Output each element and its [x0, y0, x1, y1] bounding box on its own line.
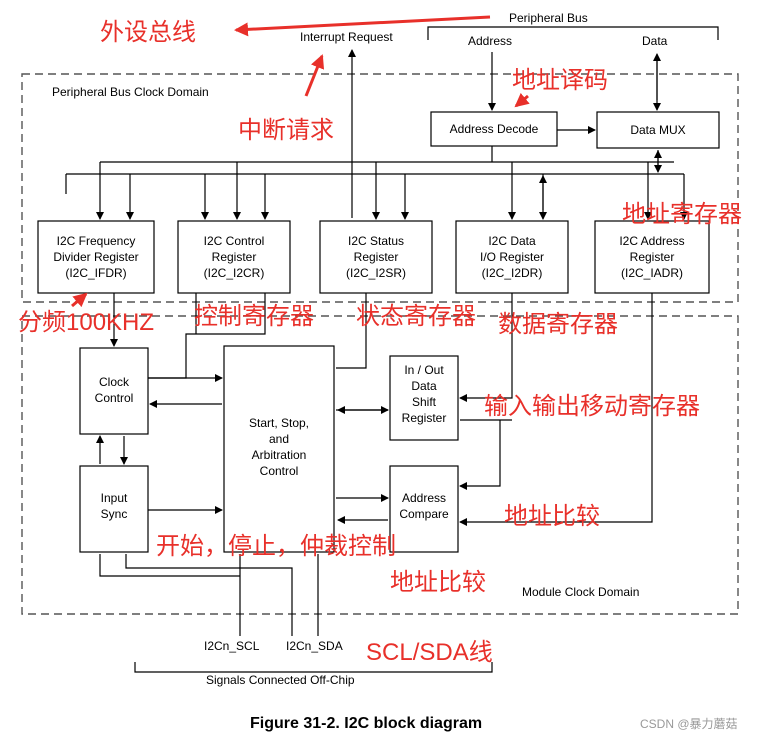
shift-register-block [389, 355, 459, 441]
shift-line-3: Shift [412, 395, 437, 409]
module-domain-label: Module Clock Domain [522, 585, 639, 599]
annotation-address-compare-2: 地址比较 [390, 569, 486, 596]
shift-to-compare-wire [459, 420, 501, 490]
sda-pin-label: I2Cn_SDA [286, 639, 343, 653]
address-decode-label: Address Decode [450, 122, 539, 136]
watermark: CSDN @暴力蘑菇 [640, 717, 738, 731]
sync-scl-wire [99, 554, 240, 577]
peripheral-clock-domain-border [21, 73, 739, 303]
annotation-peripheral-bus-arrow [234, 15, 491, 37]
scl-pin-label: I2Cn_SCL [204, 639, 260, 653]
data-mux-block [596, 111, 720, 149]
address-compare-line-1: Address [402, 491, 446, 505]
i2c-adr-block [594, 220, 710, 294]
figure-caption: Figure 31-2. I2C block diagram [250, 715, 482, 732]
input-sync-block [79, 465, 149, 553]
i2c-adr-line-1: I2C Address [619, 234, 684, 248]
i2c-cr-line-2: Register [212, 250, 257, 264]
sync-sda-wire [125, 554, 293, 590]
i2c-fdr-block [37, 220, 155, 294]
i2c-dr-line-1: I2C Data [488, 234, 536, 248]
dr-to-shift-wire [459, 293, 513, 402]
annotation-address-decode: 地址译码 [512, 67, 608, 94]
input-sync-line-2: Sync [101, 507, 128, 521]
i2c-sr-line-3: (I2C_I2SR) [346, 266, 406, 280]
data-label: Data [642, 34, 668, 48]
ssa-to-sr-wire [336, 293, 367, 369]
i2c-adr-line-3: (I2C_IADR) [621, 266, 683, 280]
i2c-sr-block [319, 220, 433, 294]
offchip-label: Signals Connected Off-Chip [206, 673, 355, 687]
i2c-fdr-line-3: (I2C_IFDR) [65, 266, 126, 280]
peripheral-bus-bracket [427, 26, 719, 40]
i2c-fdr-line-2: Divider Register [53, 250, 138, 264]
annotation-data-register: 数据寄存器 [498, 311, 618, 338]
shift-line-1: In / Out [404, 363, 444, 377]
annotation-scl-sda: SCL/SDA线 [366, 639, 493, 666]
annotation-address-register: 地址寄存器 [622, 201, 742, 228]
interrupt-request-label: Interrupt Request [300, 30, 393, 44]
shift-line-2: Data [411, 379, 437, 393]
i2c-cr-block [177, 220, 291, 294]
annotation-address-decode-arrow [514, 92, 530, 108]
peripheral-bus-label: Peripheral Bus [509, 11, 588, 25]
annotation-interrupt-arrow [304, 54, 325, 97]
ssa-control-block [223, 345, 335, 553]
annotation-control-register: 控制寄存器 [194, 303, 314, 330]
annotation-shift-register: 输入输出移动寄存器 [484, 393, 700, 420]
i2c-sr-line-2: Register [354, 250, 399, 264]
ssa-line-3: Arbitration [252, 448, 307, 462]
module-clock-domain-border [21, 315, 739, 615]
ssa-line-2: and [269, 432, 289, 446]
address-label: Address [468, 34, 512, 48]
clock-control-line-2: Control [95, 391, 134, 405]
input-sync-line-1: Input [101, 491, 128, 505]
clock-control-block [79, 347, 149, 435]
annotation-address-compare-1: 地址比较 [504, 503, 600, 530]
i2c-dr-block [455, 220, 569, 294]
i2c-cr-line-1: I2C Control [204, 234, 265, 248]
i2c-fdr-line-1: I2C Frequency [57, 234, 136, 248]
offchip-bracket [134, 662, 493, 673]
address-compare-block [389, 465, 459, 553]
address-decode-block [430, 111, 558, 147]
i2c-dr-line-3: (I2C_I2DR) [482, 266, 543, 280]
annotation-ssa-control: 开始，停止，仲裁控制 [156, 533, 396, 560]
annotation-peripheral-bus: 外设总线 [100, 19, 196, 46]
clock-control-line-1: Clock [99, 375, 130, 389]
annotation-divider: 分频100KHZ [18, 309, 154, 336]
shift-line-4: Register [402, 411, 447, 425]
ssa-line-1: Start, Stop, [249, 416, 309, 430]
adr-to-compare-wire [459, 293, 653, 526]
peripheral-domain-label: Peripheral Bus Clock Domain [52, 85, 209, 99]
i2c-adr-line-2: Register [630, 250, 675, 264]
annotation-interrupt: 中断请求 [238, 117, 334, 144]
i2c-sr-line-1: I2C Status [348, 234, 404, 248]
annotation-divider-arrow [71, 292, 88, 308]
i2c-cr-line-3: (I2C_I2CR) [204, 266, 265, 280]
i2c-dr-line-2: I/O Register [480, 250, 544, 264]
data-mux-label: Data MUX [630, 123, 685, 137]
address-compare-line-2: Compare [399, 507, 449, 521]
annotation-status-register: 状态寄存器 [356, 303, 476, 330]
ssa-line-4: Control [260, 464, 299, 478]
